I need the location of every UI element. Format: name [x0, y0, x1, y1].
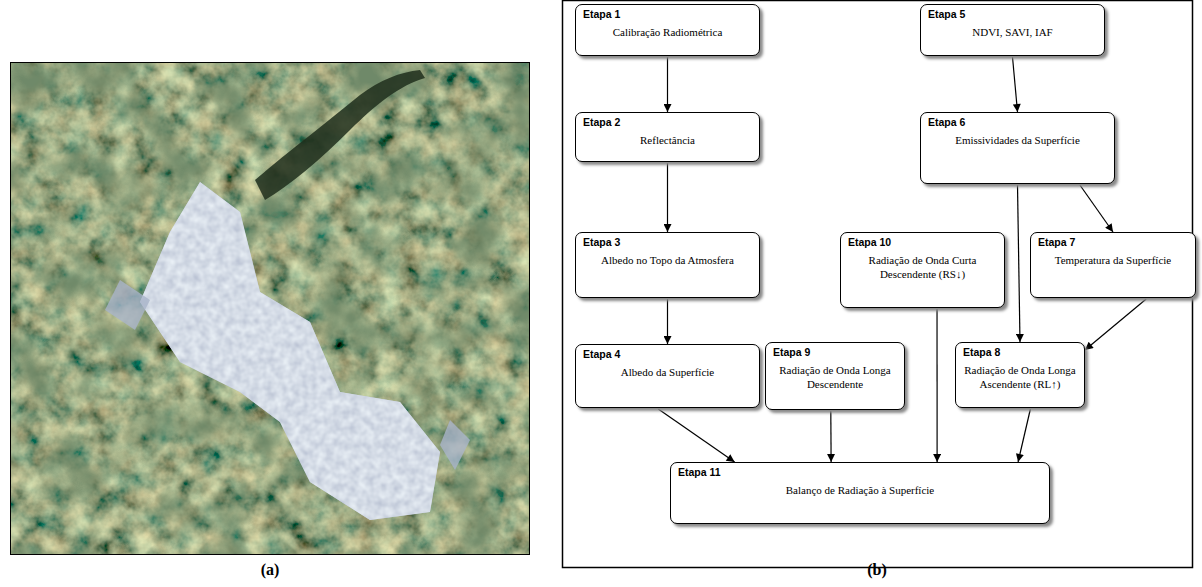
step-description: Emissividades da Superfície: [928, 133, 1107, 148]
process-box: Etapa 2 Reflectância: [575, 112, 760, 162]
step-heading: Etapa 2: [583, 116, 752, 129]
image-frame: [11, 63, 530, 555]
process-box: Etapa 10 Radiação de Onda Curta Descenden…: [840, 232, 1005, 308]
step-description: Radiação de Onda Longa Descendente: [773, 363, 897, 393]
forest-cover: [10, 62, 530, 555]
step-description: Calibração Radiométrica: [583, 25, 752, 40]
process-box: Etapa 11 Balanço de Radiação à Superfície: [670, 462, 1050, 524]
process-box: Etapa 6 Emissividades da Superfície: [920, 112, 1115, 184]
process-box: Etapa 1 Calibração Radiométrica: [575, 4, 760, 56]
step-heading: Etapa 6: [928, 116, 1107, 129]
step-description: Radiação de Onda Longa Ascendente (RL↑): [963, 363, 1077, 393]
flow-arrow: [830, 411, 832, 462]
flow-arrow: [1085, 299, 1146, 350]
flow-arrow: [1018, 409, 1030, 462]
step-description: NDVI, SAVI, IAF: [928, 25, 1097, 40]
step-heading: Etapa 5: [928, 8, 1097, 21]
flow-arrow: [936, 309, 937, 462]
step-description: Albedo da Superfície: [583, 365, 752, 380]
flow-arrow: [1018, 185, 1021, 342]
process-box: Etapa 3 Albedo no Topo da Atmosfera: [575, 232, 760, 298]
terrain-texture: [10, 62, 530, 555]
urban-patches: [105, 280, 470, 470]
step-heading: Etapa 11: [678, 466, 1042, 479]
flow-arrow: [1013, 57, 1018, 112]
process-box: Etapa 9 Radiação de Onda Longa Descendent…: [765, 342, 905, 410]
panel-label: (a): [261, 561, 280, 579]
step-description: Balanço de Radiação à Superfície: [678, 483, 1042, 498]
step-heading: Etapa 8: [963, 346, 1077, 359]
process-box: Etapa 7 Temperatura da Superfície: [1030, 232, 1196, 298]
valley-shadow: [255, 70, 425, 200]
process-box: Etapa 8 Radiação de Onda Longa Ascendente…: [955, 342, 1085, 408]
flow-arrow: [667, 299, 668, 344]
step-heading: Etapa 4: [583, 348, 752, 361]
step-heading: Etapa 7: [1038, 236, 1188, 249]
step-description: Radiação de Onda Curta Descendente (RS↓): [848, 253, 997, 283]
step-description: Reflectância: [583, 133, 752, 148]
step-heading: Etapa 3: [583, 236, 752, 249]
flow-arrow: [1080, 185, 1113, 232]
step-description: Albedo no Topo da Atmosfera: [583, 253, 752, 268]
flow-arrow: [658, 409, 734, 462]
step-description: Temperatura da Superfície: [1038, 253, 1188, 268]
flow-arrow: [667, 163, 668, 232]
terrain-base: [10, 62, 530, 555]
flow-arrow: [667, 57, 668, 112]
process-box: Etapa 4 Albedo da Superfície: [575, 344, 760, 408]
panel-label: (b): [867, 561, 887, 579]
process-box: Etapa 5 NDVI, SAVI, IAF: [920, 4, 1105, 56]
satellite-image: [10, 62, 530, 555]
urban-texture: [140, 182, 440, 520]
urban-area: [140, 182, 440, 520]
step-heading: Etapa 10: [848, 236, 997, 249]
step-heading: Etapa 1: [583, 8, 752, 21]
step-heading: Etapa 9: [773, 346, 897, 359]
